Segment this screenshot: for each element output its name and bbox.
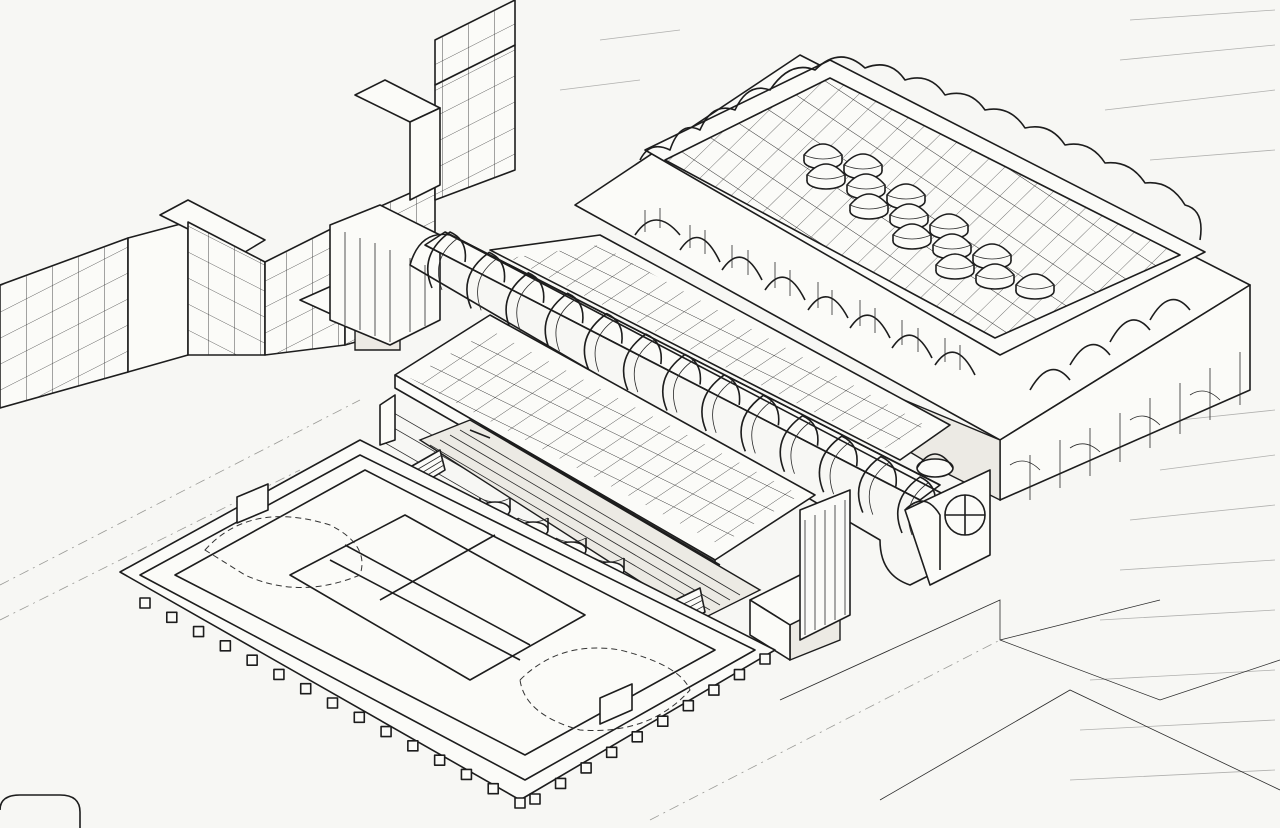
pier bbox=[380, 725, 392, 738]
dome-icon bbox=[1015, 273, 1055, 300]
dome-icon bbox=[975, 263, 1015, 290]
pier bbox=[326, 697, 339, 709]
tube-ring bbox=[701, 374, 741, 434]
tube-ring bbox=[426, 231, 467, 291]
pier bbox=[529, 793, 541, 805]
dome-icon bbox=[935, 253, 975, 280]
tube-ring bbox=[740, 394, 780, 454]
tube-ring bbox=[583, 312, 623, 372]
pier bbox=[759, 653, 771, 665]
front-blocks bbox=[749, 489, 851, 662]
tube-ring bbox=[779, 414, 819, 474]
pier bbox=[192, 625, 205, 638]
dome-icon bbox=[806, 163, 846, 190]
dome-icon bbox=[892, 223, 932, 250]
pier bbox=[460, 768, 473, 781]
pier bbox=[433, 754, 446, 766]
pier bbox=[733, 668, 746, 681]
pier bbox=[219, 640, 232, 652]
main-hall bbox=[574, 54, 1251, 502]
pier bbox=[299, 682, 312, 695]
arch-row-front bbox=[634, 208, 976, 376]
pier bbox=[682, 699, 695, 712]
tube-ring bbox=[857, 455, 898, 515]
upper-roof bbox=[489, 234, 951, 461]
pier bbox=[708, 684, 720, 696]
pier bbox=[407, 740, 419, 752]
page-tab-corner bbox=[0, 794, 81, 828]
barrel-tube bbox=[409, 231, 991, 586]
pier bbox=[631, 730, 644, 743]
dome-icon bbox=[849, 193, 889, 220]
scallop-edge bbox=[639, 56, 1202, 241]
connector-block bbox=[329, 204, 441, 346]
tube-ring bbox=[544, 292, 584, 352]
left-walls bbox=[0, 0, 516, 409]
pier bbox=[580, 762, 592, 774]
tube-ring bbox=[505, 272, 545, 331]
tube-rings bbox=[426, 231, 937, 536]
bleed-through-lines bbox=[559, 9, 1276, 781]
pier bbox=[273, 668, 285, 681]
tube-ring bbox=[818, 435, 858, 495]
pier bbox=[656, 715, 669, 728]
pier bbox=[139, 597, 151, 609]
tube-ring bbox=[661, 353, 702, 413]
pier bbox=[165, 611, 178, 624]
pier bbox=[246, 654, 258, 666]
pier bbox=[605, 746, 618, 759]
tube-ring bbox=[622, 333, 663, 393]
court-piers bbox=[139, 597, 771, 809]
pier bbox=[487, 782, 500, 795]
roof-domes bbox=[803, 143, 1055, 300]
arch-row-right bbox=[1029, 298, 1191, 391]
pier bbox=[514, 797, 526, 809]
dome-icon bbox=[886, 183, 926, 210]
tube-ring bbox=[466, 251, 506, 311]
pier bbox=[353, 711, 366, 724]
pier bbox=[554, 777, 567, 790]
sports-court bbox=[119, 439, 776, 809]
